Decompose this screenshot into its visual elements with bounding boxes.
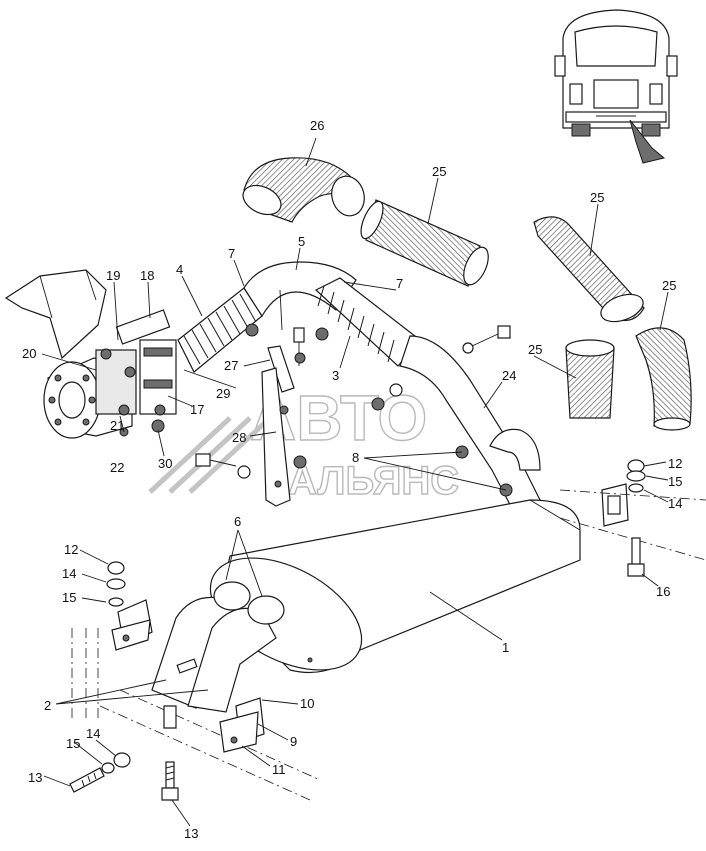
callout-1: 1 [502,640,509,655]
callout-21: 21 [110,418,124,433]
inlet-flange-assembly [43,309,177,439]
callout-25: 25 [432,164,446,179]
callout-7: 7 [228,246,235,261]
callout-25: 25 [590,190,604,205]
left-hanger [71,599,321,801]
callout-29: 29 [216,386,230,401]
callout-8: 8 [352,450,359,465]
straight-sleeve-centre [360,199,489,287]
short-sleeve [565,339,615,419]
callout-25: 25 [528,342,542,357]
callout-17: 17 [190,402,204,417]
callout-15: 15 [66,736,80,751]
tail-pipes [151,581,285,713]
callout-5: 5 [298,234,305,249]
callout-labels: 26 25 25 25 25 5 7 7 4 18 19 20 27 3 24 … [22,118,682,841]
callout-20: 20 [22,346,36,361]
heat-shield [4,269,107,360]
callout-28: 28 [232,430,246,445]
tilted-sleeve-right [533,216,645,323]
callout-25: 25 [662,278,676,293]
fasteners-centre [195,323,513,497]
callout-12: 12 [64,542,78,557]
callout-9: 9 [290,734,297,749]
callout-11: 11 [272,762,286,777]
callout-14: 14 [668,496,682,511]
callout-7: 7 [396,276,403,291]
callout-2: 2 [44,698,51,713]
callout-30: 30 [158,456,172,471]
muffler [209,499,581,674]
callout-12: 12 [668,456,682,471]
vehicle-rear-inset [554,9,678,164]
hanger-bracket [261,345,295,507]
callout-14: 14 [62,566,76,581]
callout-19: 19 [106,268,120,283]
callout-3: 3 [332,368,339,383]
callout-13: 13 [28,770,42,785]
callout-18: 18 [140,268,154,283]
callout-15: 15 [62,590,76,605]
callout-15: 15 [668,474,682,489]
bolts-washers [69,459,646,801]
curved-sleeve [635,327,692,431]
callout-14: 14 [86,726,100,741]
y-pipe [243,261,357,331]
callout-16: 16 [656,584,670,599]
callout-13: 13 [184,826,198,841]
watermark-line-2: АЛЬЯНС [288,459,459,503]
callout-4: 4 [176,262,183,277]
watermark: АВТО АЛЬЯНС [148,381,460,504]
callout-22: 22 [110,460,124,475]
lower-hanger [163,697,265,753]
callout-24: 24 [502,368,516,383]
elbow-sleeve [242,157,365,223]
callout-6: 6 [234,514,241,529]
callout-27: 27 [224,358,238,373]
callout-26: 26 [310,118,324,133]
leader-lines [41,137,669,827]
callout-10: 10 [300,696,314,711]
